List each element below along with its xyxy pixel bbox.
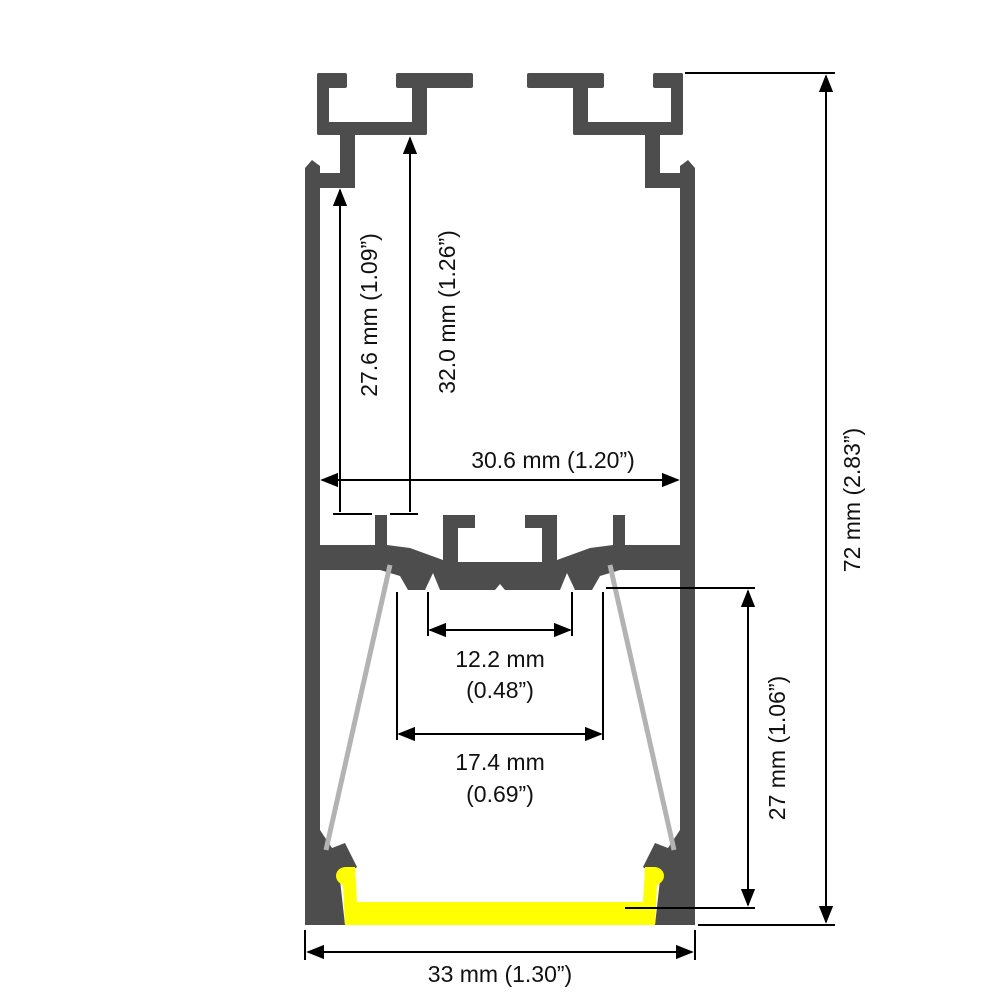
upper-depth-2-label: 32.0 mm (1.26”) [434,230,460,394]
opening-width-in-label: (0.69”) [466,781,534,807]
overall-width-label: 33 mm (1.30”) [428,961,572,987]
dimension-lines [304,72,835,960]
aluminum-profile [305,73,695,925]
inner-width-label: 30.6 mm (1.20”) [471,447,635,473]
dimension-labels: 72 mm (2.83”) 33 mm (1.30”) 30.6 mm (1.2… [356,230,865,987]
led-strip [336,867,664,925]
channel-width-mm-label: 12.2 mm [455,646,544,672]
upper-depth-1-label: 27.6 mm (1.09”) [356,233,382,397]
channel-width-in-label: (0.48”) [466,677,534,703]
lower-depth-label: 27 mm (1.06”) [764,676,790,820]
diffuser-lens [323,564,677,851]
opening-width-mm-label: 17.4 mm [455,749,544,775]
overall-height-label: 72 mm (2.83”) [839,428,865,572]
